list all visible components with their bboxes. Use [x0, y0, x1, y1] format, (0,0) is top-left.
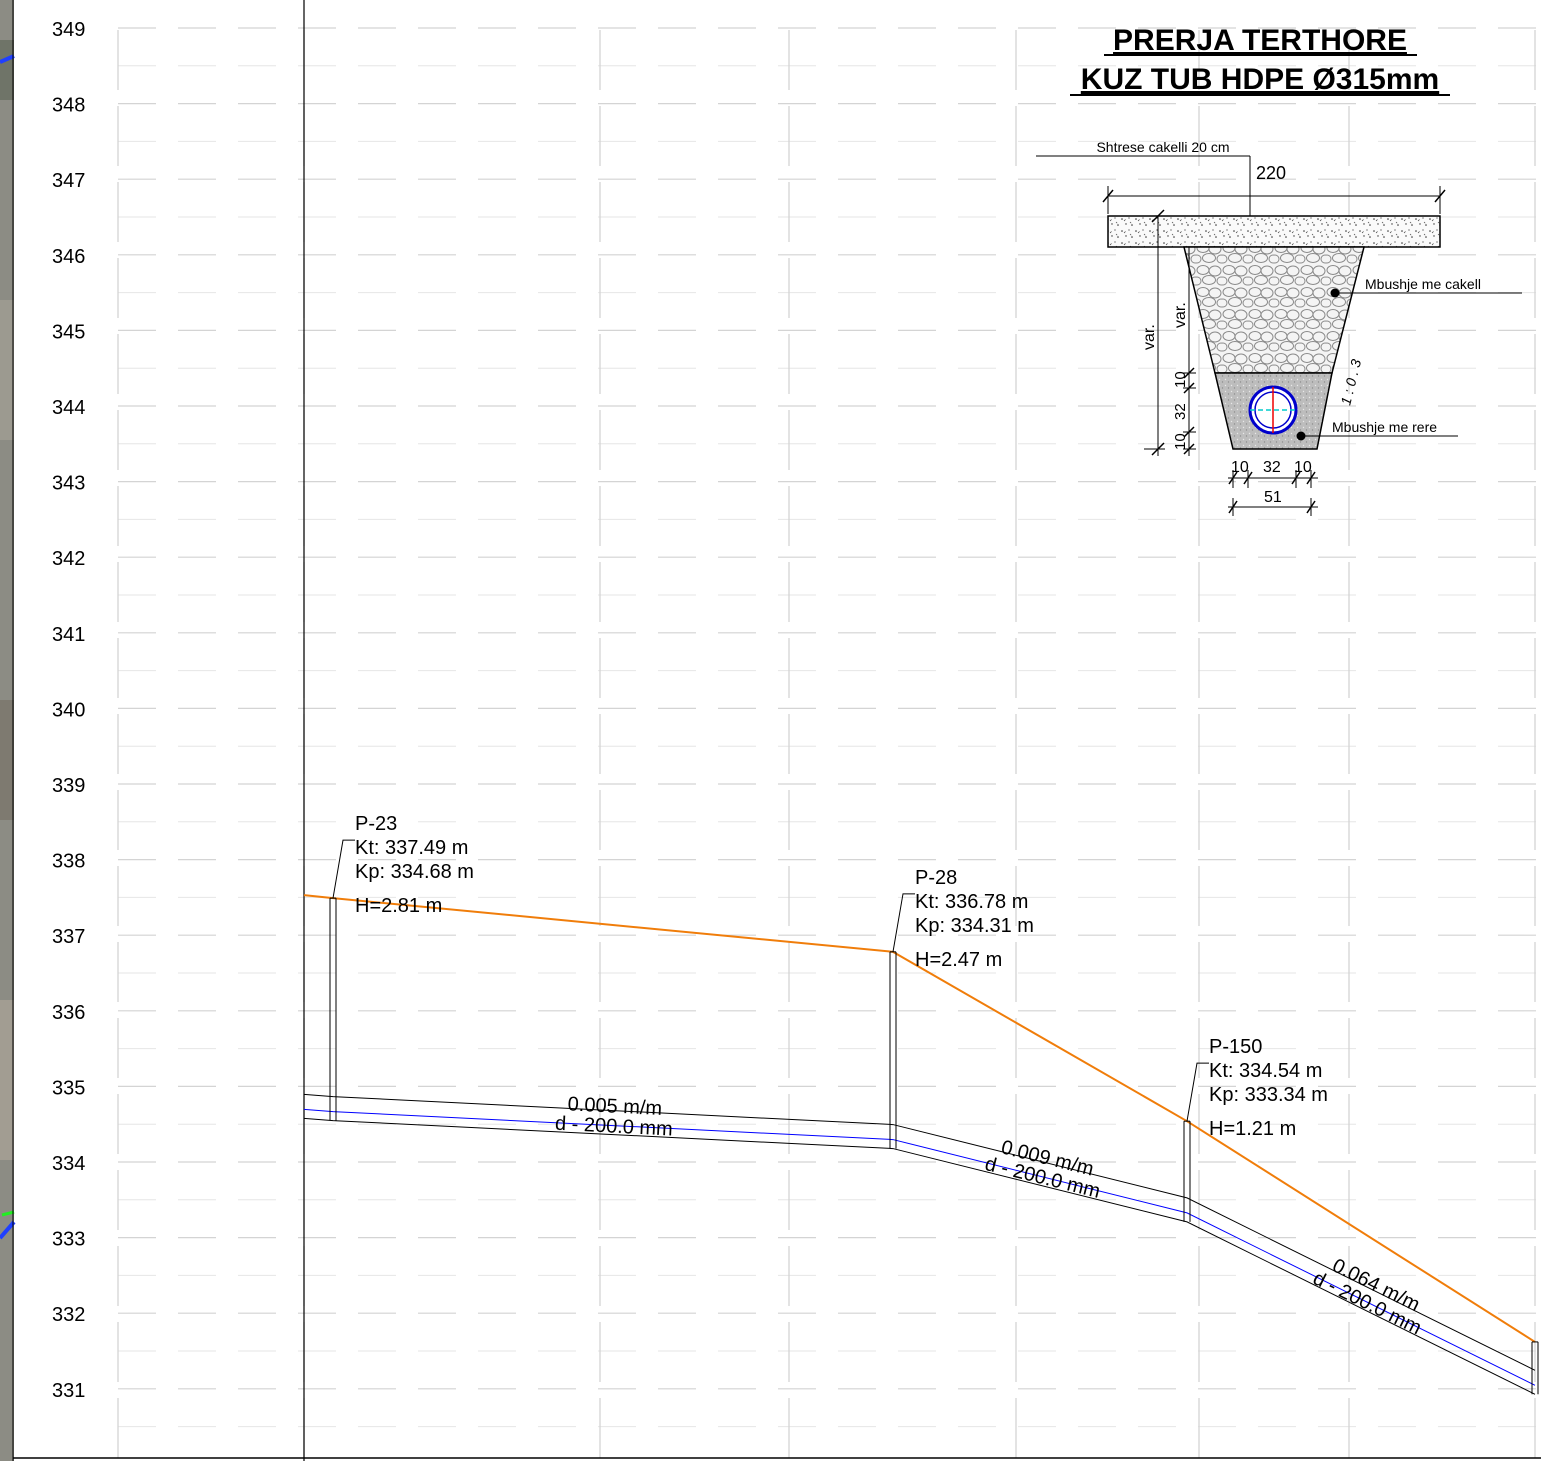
elevation-label: 332 [52, 1304, 85, 1326]
trench-cross-section: Shtrese cakelli 20 cm 220 Mbushje me cak… [1036, 139, 1522, 516]
elevation-label: 345 [52, 321, 85, 343]
manhole-depth: H=2.47 m [915, 949, 1002, 971]
elevation-axis: 349 348 347 346 345 344 343 342 341 340 339 338 337 3… [52, 19, 85, 1402]
elevation-label: 338 [52, 851, 85, 873]
manhole-id: P-23 [355, 813, 397, 835]
segment-label: 0.064 m/md - 200.0 mm [1309, 1255, 1424, 1340]
pipe-bottom-line [303, 1117, 1536, 1395]
dim-v-10-top: 10 [1172, 371, 1189, 388]
manhole-kt: Kt: 334.54 m [1209, 1060, 1322, 1082]
section-title-line2: KUZ TUB HDPE Ø315mm [1081, 63, 1439, 96]
dim-h-10-left: 10 [1231, 459, 1249, 476]
segment-label: 0.005 m/md - 200.0 mm [555, 1093, 674, 1141]
elevation-label: 336 [52, 1002, 85, 1024]
dim-v-10-bottom: 10 [1172, 433, 1189, 450]
elevation-label: 346 [52, 246, 85, 268]
bottom-width-label: 51 [1264, 489, 1282, 506]
elevation-label: 340 [52, 699, 85, 721]
var-outer-label: var. [1141, 324, 1158, 350]
manhole-leader [1186, 1062, 1209, 1122]
elevation-label: 341 [52, 624, 85, 646]
segment-diameter: d - 200.0 mm [555, 1113, 674, 1141]
elevation-label: 337 [52, 926, 85, 948]
elevation-label: 334 [52, 1153, 85, 1175]
manhole-leader [892, 893, 915, 952]
manhole-kp: Kp: 334.31 m [915, 915, 1034, 937]
elevation-label: 342 [52, 548, 85, 570]
section-title-line1: PRERJA TERTHORE [1113, 24, 1407, 57]
elevation-label: 344 [52, 397, 85, 419]
elevation-label: 333 [52, 1229, 85, 1251]
elevation-label: 343 [52, 473, 85, 495]
elevation-label: 335 [52, 1077, 85, 1099]
dim-h-10-right: 10 [1294, 459, 1312, 476]
pipe-crown-line [303, 1093, 1536, 1371]
slope-ratio-label: 1 : 0 . 3 [1337, 357, 1364, 406]
manhole-kp: Kp: 334.68 m [355, 861, 474, 883]
elevation-label: 331 [52, 1380, 85, 1402]
top-layer-label: Shtrese cakelli 20 cm [1096, 139, 1229, 155]
elevation-label: 349 [52, 19, 85, 41]
manhole-kt: Kt: 336.78 m [915, 891, 1028, 913]
dim-v-32: 32 [1172, 403, 1189, 420]
sand-fill-label: Mbushje me rere [1332, 419, 1437, 435]
var-inner-label: var. [1172, 302, 1189, 328]
top-width-label: 220 [1256, 163, 1286, 183]
elevation-label: 348 [52, 95, 85, 117]
elevation-label: 347 [52, 170, 85, 192]
manhole-leader [332, 839, 355, 899]
aerial-photo-strip [0, 0, 16, 1461]
segment-slope: 0.005 m/m [567, 1093, 662, 1120]
pipe-invert-line [303, 1108, 1536, 1386]
manhole-id: P-28 [915, 867, 957, 889]
manhole-kt: Kt: 337.49 m [355, 837, 468, 859]
dim-h-32: 32 [1263, 459, 1281, 476]
manhole-id: P-150 [1209, 1036, 1262, 1058]
manhole-depth: H=1.21 m [1209, 1118, 1296, 1140]
elevation-grid [117, 27, 1541, 1461]
segment-label: 0.009 m/md - 200.0 mm [983, 1136, 1103, 1202]
elevation-label: 339 [52, 775, 85, 797]
manhole-depth: H=2.81 m [355, 895, 442, 917]
gravel-fill-label: Mbushje me cakell [1365, 276, 1481, 292]
manhole-kp: Kp: 333.34 m [1209, 1084, 1328, 1106]
